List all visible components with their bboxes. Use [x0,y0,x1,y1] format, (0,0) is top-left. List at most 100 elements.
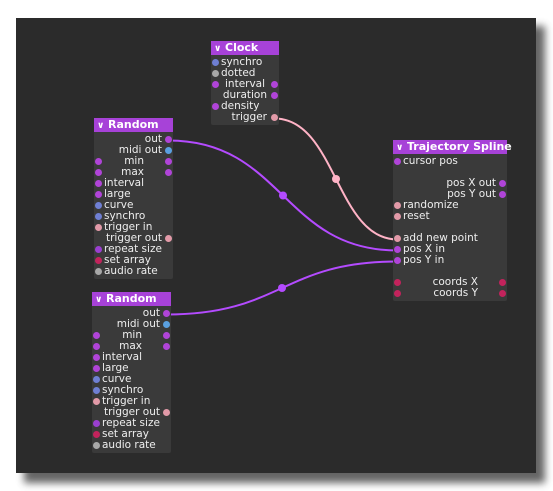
input-port[interactable] [394,279,401,286]
output-port[interactable] [165,136,172,143]
output-port[interactable] [499,279,506,286]
input-port[interactable] [93,431,100,438]
input-port[interactable] [93,376,100,383]
input-port[interactable] [93,442,100,449]
input-port[interactable] [394,213,401,220]
output-port[interactable] [271,92,278,99]
chevron-down-icon[interactable]: ∨ [214,44,222,54]
output-port[interactable] [163,332,170,339]
output-port[interactable] [165,169,172,176]
wire-handle[interactable] [278,284,286,292]
input-port[interactable] [95,191,102,198]
input-port[interactable] [93,365,100,372]
output-port[interactable] [165,235,172,242]
input-port[interactable] [212,59,219,66]
wire-handle[interactable] [279,191,287,200]
node-row: coords Y [393,288,507,299]
node-title[interactable]: ∨Trajectory Spline [393,140,512,154]
input-port[interactable] [212,103,219,110]
chevron-down-icon[interactable]: ∨ [97,121,105,131]
input-port[interactable] [394,246,401,253]
node-row: repeat size [94,244,173,255]
input-port[interactable] [95,169,102,176]
port-label: pos X in [403,243,445,255]
port-label: trigger out [104,406,160,418]
input-port[interactable] [394,202,401,209]
node-title[interactable]: ∨Clock [211,41,279,55]
input-port[interactable] [93,343,100,350]
chevron-down-icon[interactable]: ∨ [396,143,404,153]
port-label: set array [104,254,151,266]
input-port[interactable] [212,81,219,88]
node-title[interactable]: ∨Random [94,118,173,132]
port-label: interval [102,351,143,363]
port-label: duration [222,89,267,101]
input-port[interactable] [93,332,100,339]
node-title-text: Random [106,292,157,305]
output-port[interactable] [163,310,170,317]
input-port[interactable] [95,224,102,231]
output-port[interactable] [271,114,278,121]
node-row: pos Y in [393,255,507,266]
output-port[interactable] [271,81,278,88]
node-row: reset [393,211,507,222]
node-row: trigger in [94,222,173,233]
node-row: add new point [393,233,507,244]
port-label: coords X [432,276,478,288]
port-label: curve [104,199,134,211]
input-port[interactable] [212,70,219,77]
input-port[interactable] [394,235,401,242]
node-row: randomize [393,200,507,211]
port-label: max [121,166,144,178]
node-row: duration [211,90,279,101]
input-port[interactable] [95,268,102,275]
port-label: trigger in [104,221,153,233]
port-label: large [104,188,131,200]
port-label: audio rate [104,265,158,277]
output-port[interactable] [163,409,170,416]
output-port[interactable] [163,343,170,350]
input-port[interactable] [394,158,401,165]
input-port[interactable] [95,158,102,165]
node-title[interactable]: ∨Random [92,292,171,306]
node-row: density [211,101,279,112]
chevron-down-icon[interactable]: ∨ [95,295,103,305]
node-row: repeat size [92,418,171,429]
input-port[interactable] [93,398,100,405]
node-row: set array [94,255,173,266]
node-row: dotted [211,68,279,79]
wire-handle[interactable] [332,175,340,183]
node-row: min [92,330,171,341]
input-port[interactable] [394,290,401,297]
input-port[interactable] [93,420,100,427]
output-port[interactable] [499,180,506,187]
port-label: audio rate [102,439,156,451]
input-port[interactable] [95,257,102,264]
input-port[interactable] [93,354,100,361]
output-port[interactable] [165,158,172,165]
node-row: synchro [211,57,279,68]
node-row: large [94,189,173,200]
node-row: midi out [92,319,171,330]
input-port[interactable] [95,202,102,209]
node-row: max [92,341,171,352]
output-port[interactable] [165,147,172,154]
port-label: min [122,329,142,341]
output-port[interactable] [499,290,506,297]
output-port[interactable] [163,321,170,328]
input-port[interactable] [394,257,401,264]
port-label: synchro [221,56,263,68]
input-port[interactable] [93,387,100,394]
port-label: repeat size [104,243,162,255]
input-port[interactable] [95,246,102,253]
node-row: set array [92,429,171,440]
input-port[interactable] [95,180,102,187]
port-label: max [119,340,142,352]
input-port[interactable] [95,213,102,220]
output-port[interactable] [499,191,506,198]
